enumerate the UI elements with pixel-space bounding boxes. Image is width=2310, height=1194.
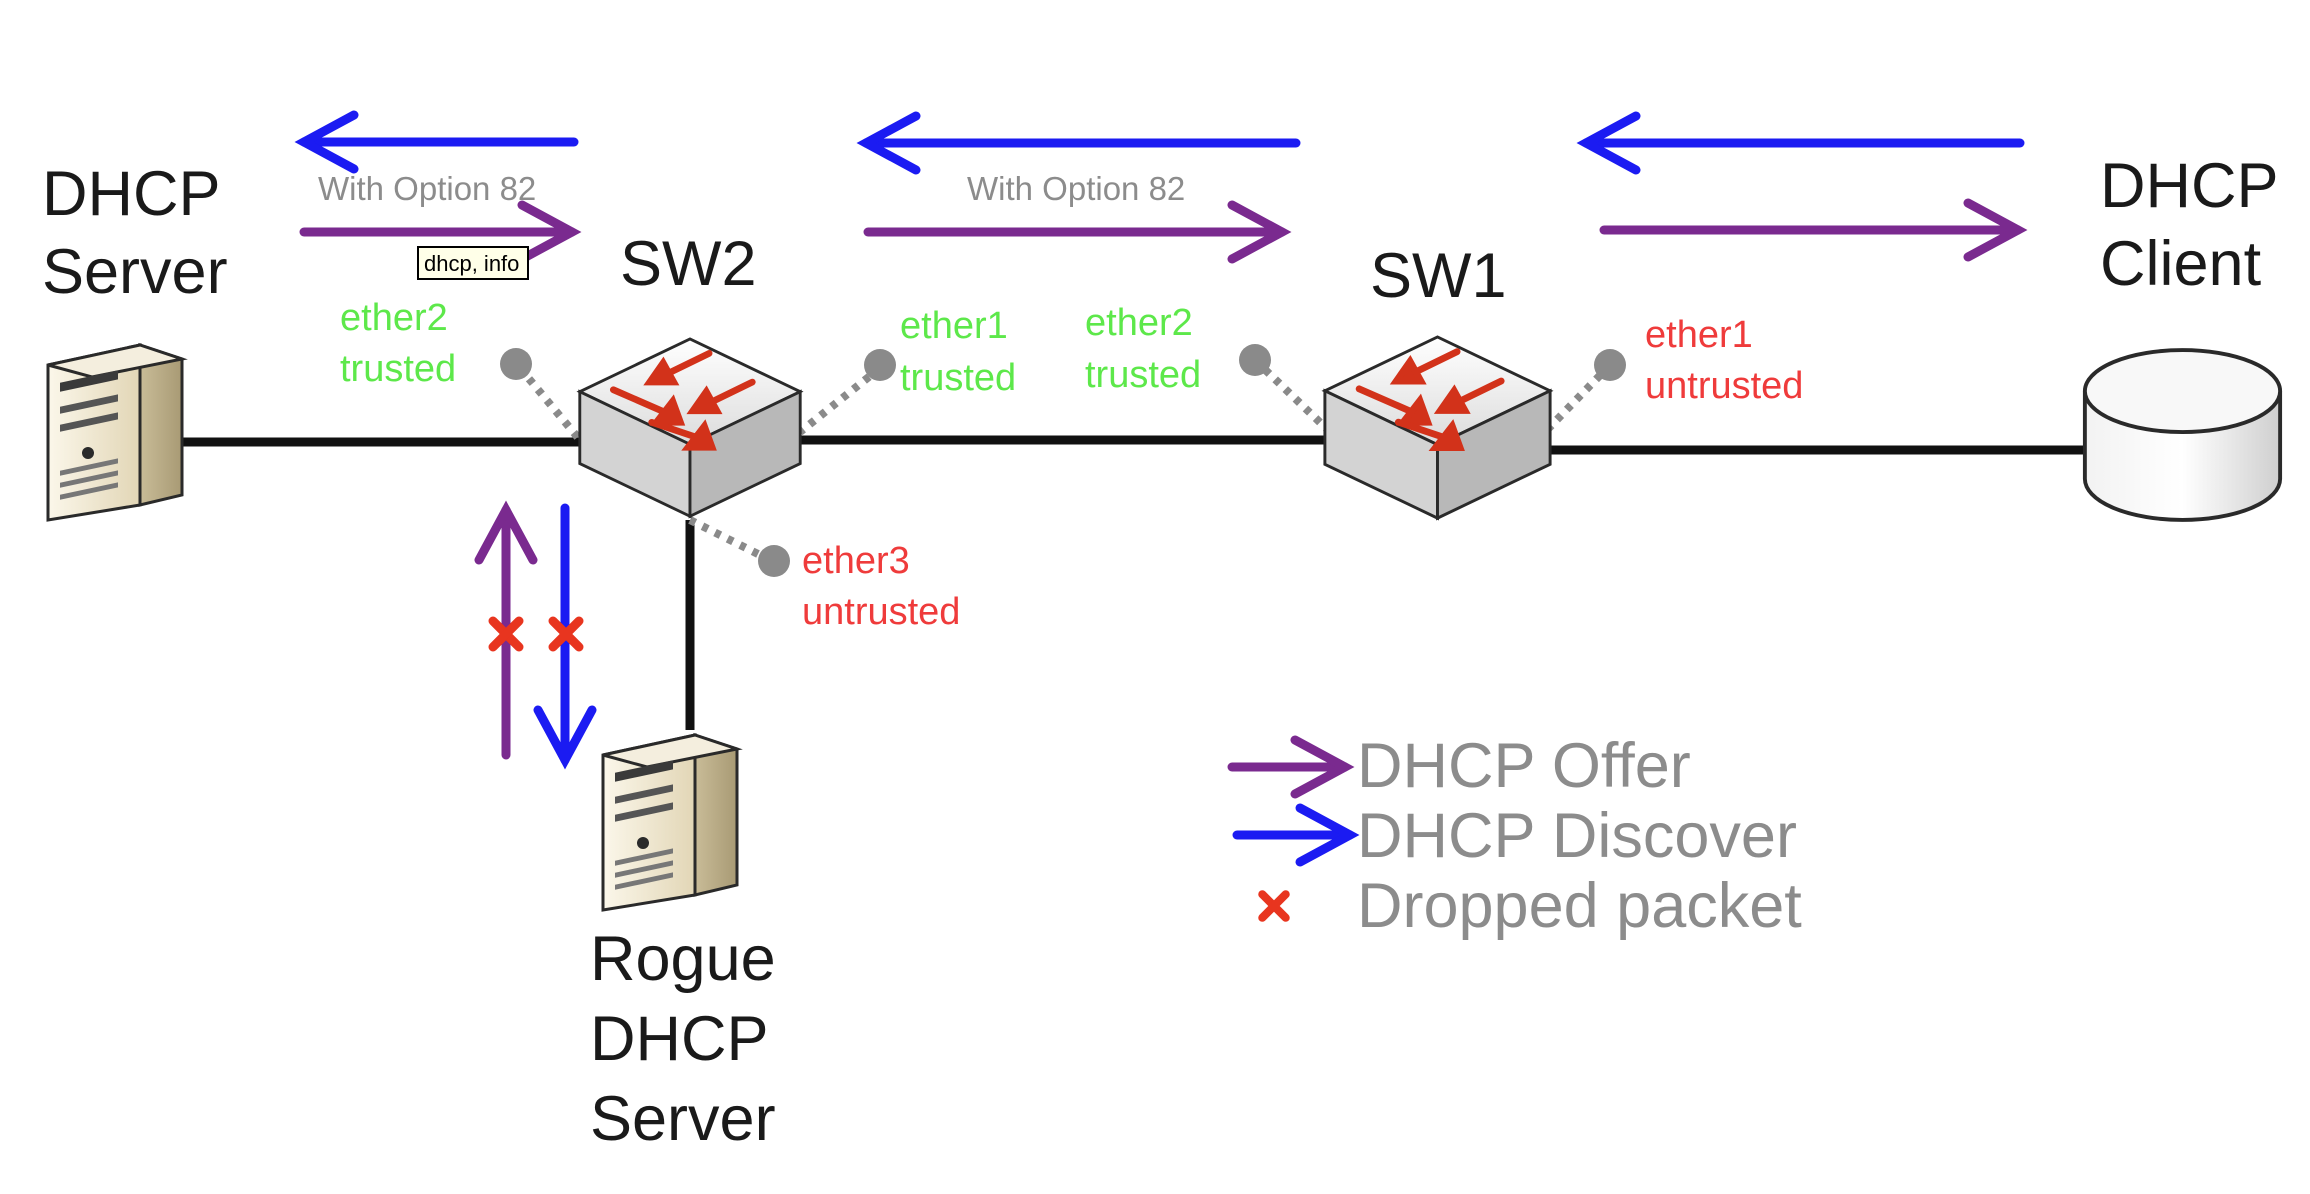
port-label-sw1-ether1: untrusted	[1645, 365, 1803, 407]
port-dot-sw1-ether1	[1594, 349, 1626, 381]
dhcp-server-label: DHCP	[42, 159, 221, 229]
dhcp-server-icon	[46, 343, 184, 522]
legend-dropped-x-icon	[1262, 894, 1285, 917]
rogue-server-icon	[601, 733, 739, 912]
rogue-server-label: DHCP	[590, 1004, 769, 1074]
legend-offer-label: DHCP Offer	[1357, 731, 1691, 801]
sw2-switch-icon	[580, 339, 800, 516]
port-label-sw1-ether2: ether2	[1085, 302, 1193, 344]
legend-dropped-label: Dropped packet	[1357, 871, 1802, 941]
legend-offer-arrow-icon	[1227, 735, 1355, 799]
port-label-sw2-ether2: trusted	[340, 348, 456, 390]
port-label-sw2-ether2: ether2	[340, 297, 448, 339]
sw1-label: SW1	[1370, 241, 1507, 311]
option82-note-left: With Option 82	[318, 170, 536, 207]
port-dot-sw1-ether2	[1239, 344, 1271, 376]
port-dot-sw2-ether3	[758, 545, 790, 577]
port-dot-sw2-ether1	[864, 349, 896, 381]
dhcp-client-label: DHCP	[2100, 151, 2279, 221]
legend-discover-arrow-icon	[1232, 803, 1360, 867]
port-label-sw2-ether3: ether3	[802, 540, 910, 582]
legend: DHCP Offer DHCP Discover Dropped packet	[1227, 731, 1802, 941]
network-links	[180, 435, 2095, 730]
port-label-sw1-ether2: trusted	[1085, 354, 1201, 396]
sw2-label: SW2	[620, 229, 757, 299]
option82-note-mid: With Option 82	[967, 170, 1185, 207]
port-label-sw2-ether1: ether1	[900, 305, 1008, 347]
port-label-sw2-ether3: untrusted	[802, 591, 960, 633]
tooltip: dhcp, info	[417, 246, 529, 280]
port-label-sw1-ether1: ether1	[1645, 314, 1753, 356]
port-dots	[500, 344, 1626, 577]
port-dot-sw2-ether2	[500, 348, 532, 380]
rogue-server-label: Rogue	[590, 924, 776, 994]
offer-arrows	[299, 198, 2028, 264]
sw1-switch-icon	[1325, 337, 1550, 518]
dhcp-client-label: Client	[2100, 229, 2262, 299]
legend-discover-label: DHCP Discover	[1357, 801, 1797, 871]
dhcp-server-label: Server	[42, 237, 228, 307]
rogue-server-label: Server	[590, 1084, 776, 1154]
discover-arrows	[294, 110, 2025, 175]
port-callouts	[516, 357, 1613, 564]
tooltip-text: dhcp, info	[424, 251, 519, 276]
port-label-sw2-ether1: trusted	[900, 357, 1016, 399]
dhcp-client-disk-icon	[2082, 348, 2283, 522]
